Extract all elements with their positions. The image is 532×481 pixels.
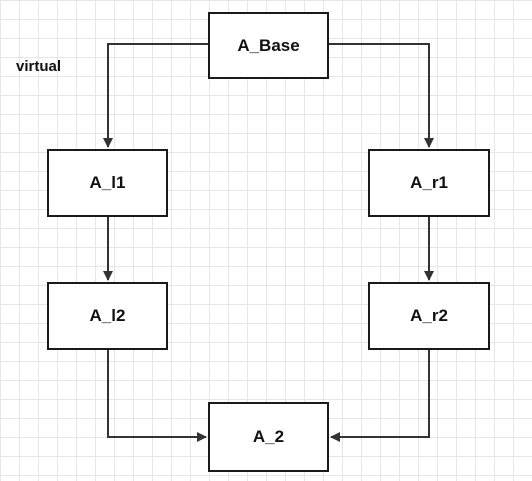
node-a-r2[interactable]: A_r2: [368, 282, 490, 350]
node-a-r1[interactable]: A_r1: [368, 149, 490, 217]
node-a-l2[interactable]: A_l2: [47, 282, 168, 350]
node-a-2[interactable]: A_2: [208, 402, 329, 472]
edge-a-l2-to-a-2: [107, 350, 207, 442]
edge-a-base-to-a-l1: [103, 43, 208, 148]
edge-a-base-to-a-r1: [329, 43, 434, 148]
node-a-base[interactable]: A_Base: [208, 12, 329, 79]
edge-a-r2-to-a-2: [330, 350, 430, 442]
node-a-l1[interactable]: A_l1: [47, 149, 168, 217]
virtual-label: virtual: [16, 58, 62, 75]
